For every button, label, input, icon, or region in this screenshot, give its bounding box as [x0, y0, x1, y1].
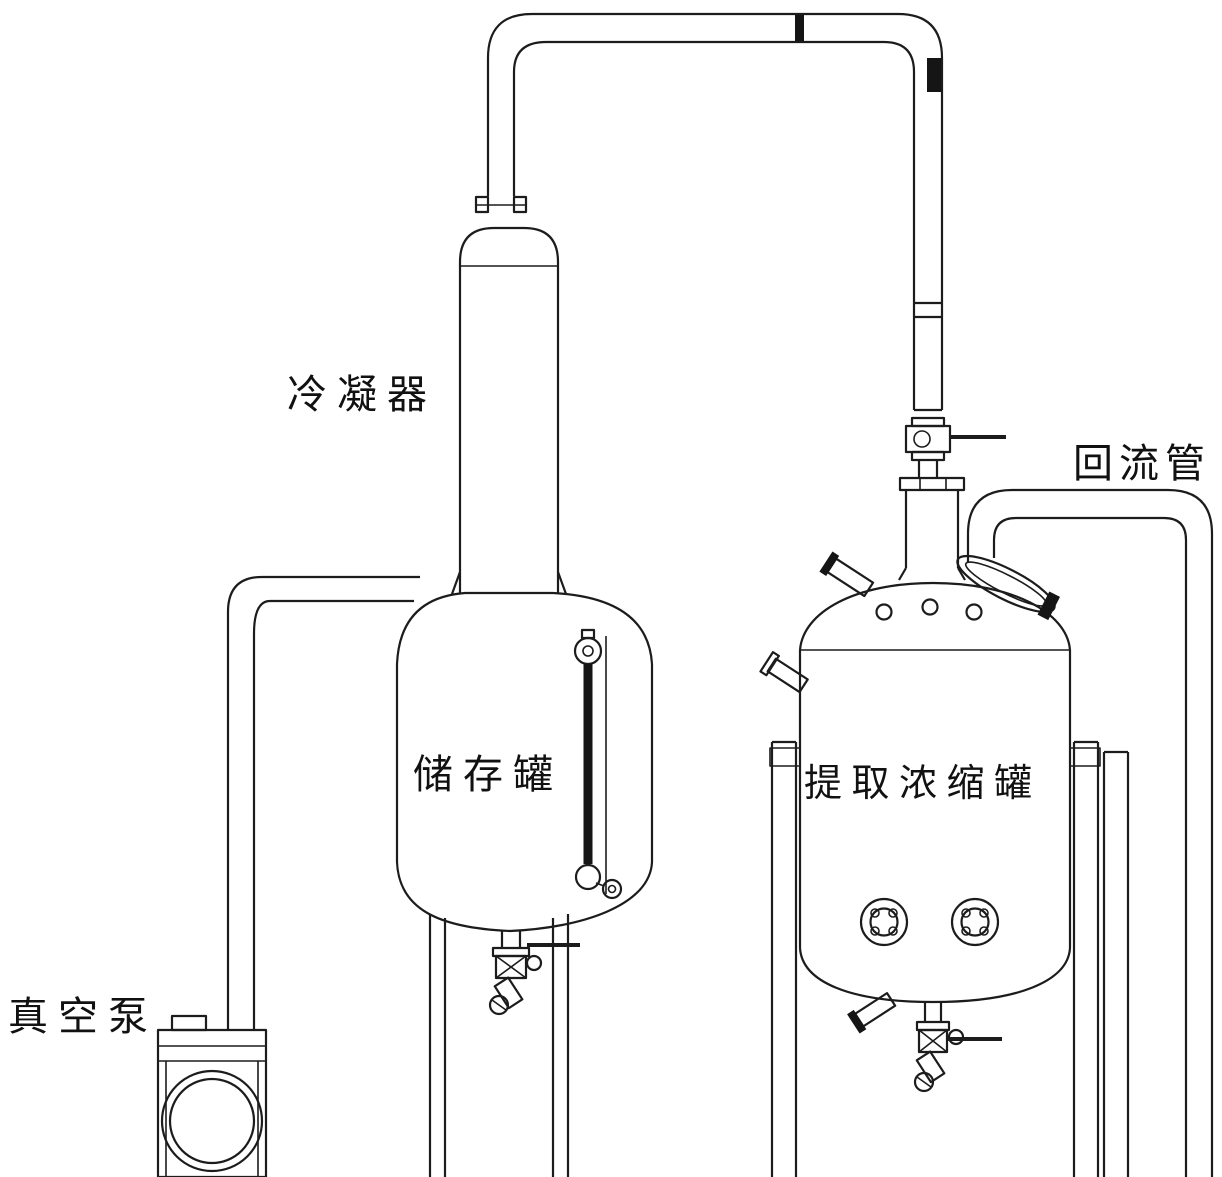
weld-mark-top — [795, 15, 804, 41]
pump-housing-face — [160, 1069, 264, 1173]
vacuum-pump-pipe — [226, 575, 420, 1030]
top-nozzles — [875, 598, 983, 621]
bottom-left-nozzle — [847, 992, 897, 1034]
gauge-glass — [583, 664, 593, 864]
storage-tank-legs — [428, 914, 570, 1177]
extraction-tank-drain-valve — [913, 1002, 1002, 1093]
label-reflux-pipe: 回流管 — [1073, 441, 1211, 486]
storage-tank — [395, 591, 654, 1177]
label-vacuum-pump: 真 空 泵 — [8, 994, 148, 1039]
label-condenser: 冷 凝 器 — [287, 372, 427, 417]
vacuum-pump — [156, 1014, 268, 1177]
label-extraction-tank: 提 取 浓 缩 罐 — [804, 763, 1032, 805]
labels: 冷 凝 器 回流管 储 存 罐 提 取 浓 缩 罐 真 空 泵 — [8, 372, 1211, 1039]
condenser — [450, 195, 568, 595]
sight-glass-left — [859, 897, 909, 947]
sight-glass-neck — [898, 460, 966, 581]
weld-mark-right — [927, 58, 941, 92]
top-left-nozzle — [819, 551, 875, 598]
extraction-tank — [759, 551, 1072, 1034]
ball-valve — [904, 416, 1006, 462]
condenser-top-clamp — [474, 195, 528, 214]
storage-tank-drain-valve — [488, 931, 580, 1016]
extraction-tank-supports — [769, 740, 1130, 1177]
sight-glass-right — [950, 897, 1000, 947]
label-storage-tank: 储 存 罐 — [413, 752, 553, 797]
side-nozzle — [759, 651, 809, 694]
level-gauge — [573, 628, 623, 900]
manway — [956, 554, 1061, 621]
reflux-pipe — [966, 488, 1214, 1177]
overhead-vapor-pipe — [486, 12, 944, 412]
